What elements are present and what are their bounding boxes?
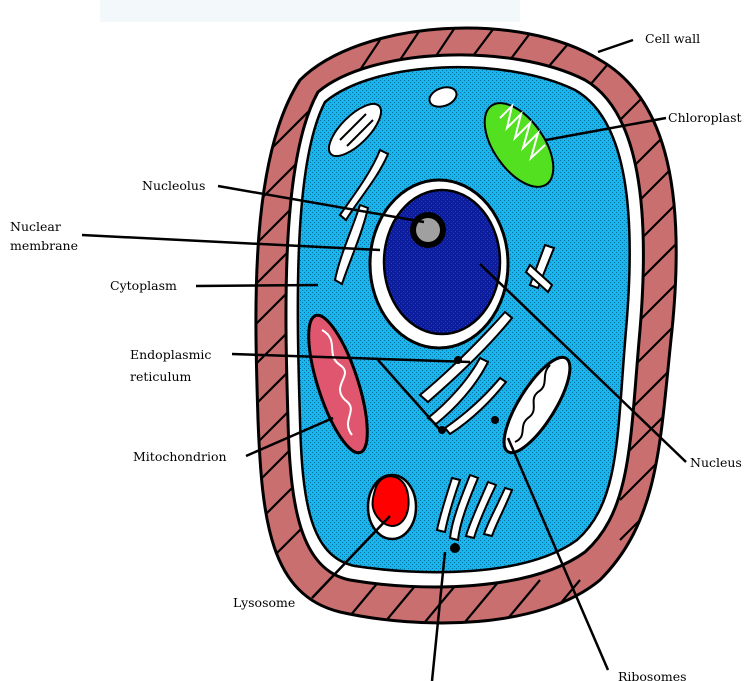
label-cytoplasm: Cytoplasm <box>110 278 177 293</box>
label-mitochondrion: Mitochondrion <box>133 449 227 464</box>
nucleolus <box>410 212 446 248</box>
label-nucleolus: Nucleolus <box>142 178 205 193</box>
label-endoplasmic-2: reticulum <box>130 369 191 384</box>
label-ribosomes: Ribosomes <box>618 669 687 681</box>
label-nuclear-membrane-1: Nuclear <box>10 219 61 234</box>
label-nucleus: Nucleus <box>690 455 742 470</box>
label-nuclear-membrane-2: membrane <box>10 238 78 253</box>
top-band <box>100 0 520 22</box>
label-cell-wall: Cell wall <box>645 31 700 46</box>
nucleus <box>370 180 508 348</box>
label-lysosome: Lysosome <box>233 595 295 610</box>
lysosome <box>368 475 416 539</box>
leader-cell-wall <box>598 40 633 52</box>
label-endoplasmic-1: Endoplasmic <box>130 347 211 362</box>
label-chloroplast: Chloroplast <box>668 110 742 125</box>
leader-cytoplasm <box>196 285 318 286</box>
